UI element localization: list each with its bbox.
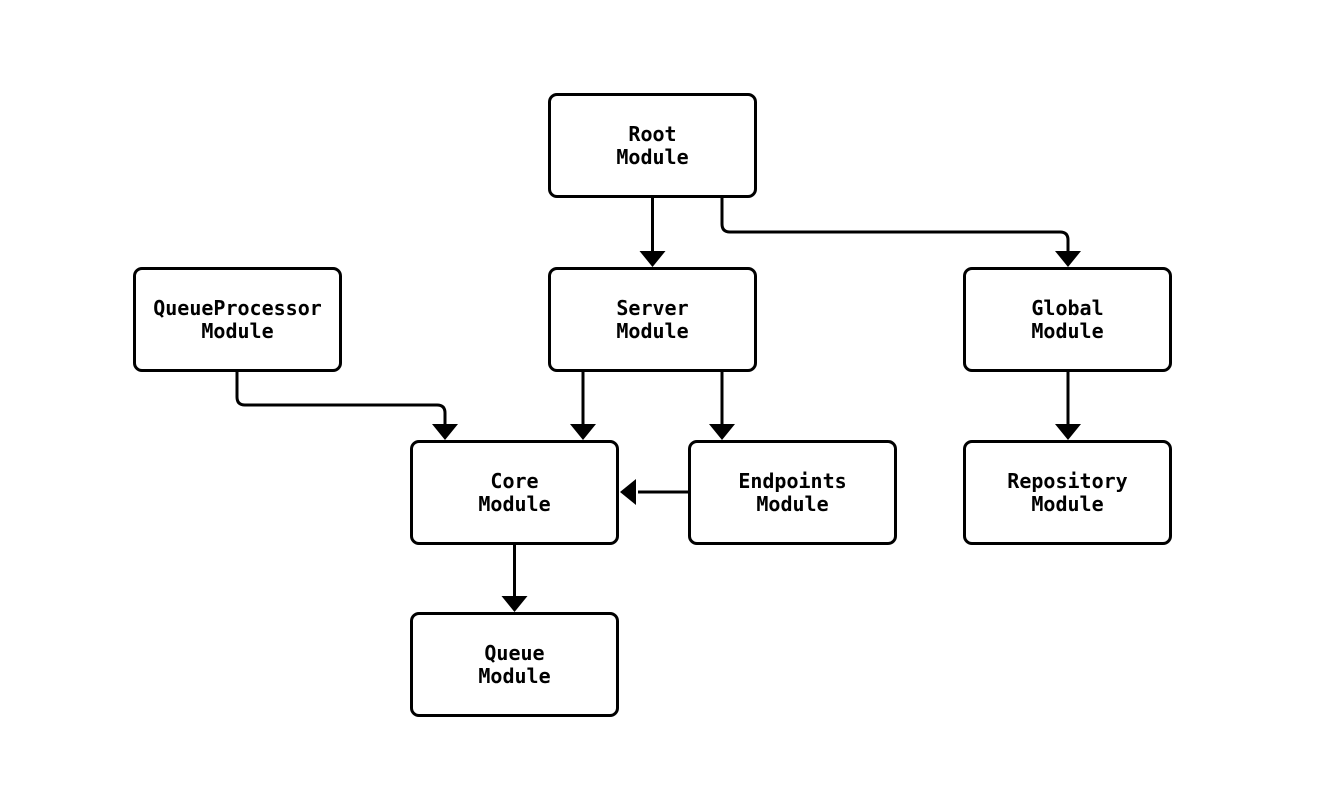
node-global-module-label: Global Module bbox=[1031, 295, 1104, 343]
node-root-module-label: Root Module bbox=[616, 121, 689, 169]
node-core-module: Core Module bbox=[410, 440, 619, 545]
node-repository-module: Repository Module bbox=[963, 440, 1172, 545]
edge-core-queue bbox=[501, 543, 528, 612]
node-core-module-label: Core Module bbox=[478, 468, 551, 516]
node-queueprocessor-module: QueueProcessor Module bbox=[133, 267, 342, 372]
edge-endpoints-core bbox=[620, 479, 690, 505]
edge-server-endpoints bbox=[709, 370, 735, 440]
node-endpoints-module: Endpoints Module bbox=[688, 440, 897, 545]
node-endpoints-module-label: Endpoints Module bbox=[738, 468, 847, 516]
edge-global-repository bbox=[1055, 370, 1081, 440]
edge-root-server bbox=[639, 196, 666, 267]
edge-server-core bbox=[570, 370, 596, 440]
node-queueprocessor-module-label: QueueProcessor Module bbox=[153, 295, 322, 343]
node-server-module-label: Server Module bbox=[616, 295, 689, 343]
edge-root-global bbox=[720, 196, 1081, 267]
node-server-module: Server Module bbox=[548, 267, 757, 372]
node-queue-module-label: Queue Module bbox=[478, 640, 551, 688]
node-global-module: Global Module bbox=[963, 267, 1172, 372]
node-queue-module: Queue Module bbox=[410, 612, 619, 717]
node-repository-module-label: Repository Module bbox=[1007, 468, 1128, 516]
node-root-module: Root Module bbox=[548, 93, 757, 198]
edge-queueprocessor-core bbox=[235, 370, 458, 440]
